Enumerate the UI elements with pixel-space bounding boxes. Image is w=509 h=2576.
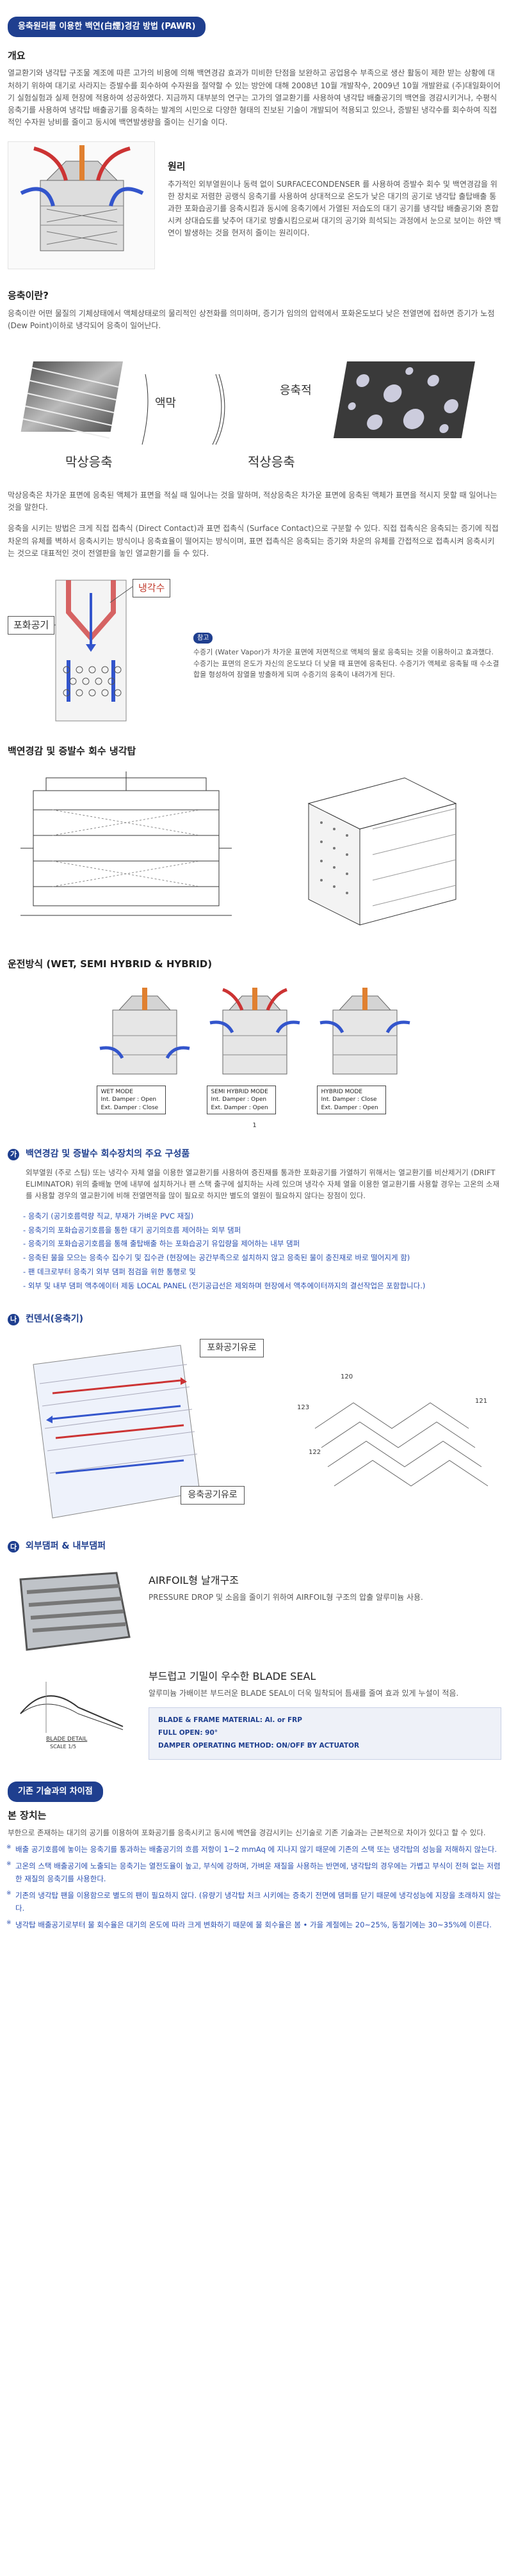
mode-box-semi-hybrid: SEMI HYBRID MODE Int. Damper : Open Ext.… xyxy=(206,1085,276,1115)
mode-ext-damper: Ext. Damper : Close xyxy=(101,1104,159,1111)
damper-num: 다 xyxy=(8,1541,19,1553)
mode-name: HYBRID MODE xyxy=(321,1088,363,1095)
mode-name: WET MODE xyxy=(101,1088,133,1095)
semi-hybrid-mode-diagram xyxy=(209,988,300,1075)
label-120: 120 xyxy=(341,1373,353,1381)
mode-semi-hybrid: SEMI HYBRID MODE Int. Damper : Open Ext.… xyxy=(206,984,303,1115)
wet-mode-diagram xyxy=(99,988,190,1075)
label-droplet: 응축적 xyxy=(280,383,312,397)
list-item: 응축기의 포화습공기호름을 통해 출탑배출 하는 포화습공기 유입량을 제어하는… xyxy=(23,1237,501,1251)
components-heading: 가 백연경감 및 증발수 회수장치의 주요 구성품 xyxy=(8,1148,501,1162)
tower-section-drawing xyxy=(20,771,232,916)
components-num: 가 xyxy=(8,1148,19,1160)
mode-ext-damper: Ext. Damper : Open xyxy=(211,1104,268,1111)
difference-subtitle: 본 장치는 xyxy=(8,1810,47,1822)
label-liquid-film: 액막 xyxy=(155,396,177,410)
operation-title: 운전방식 (WET, SEMI HYBRID & HYBRID) xyxy=(8,958,213,970)
condensation-body-2: 막상응축은 차가운 표면에 응축된 액체가 표면을 적실 때 일어나는 것을 말… xyxy=(8,490,497,512)
damper-icon xyxy=(19,1572,131,1651)
label-film-condensation: 막상응축 xyxy=(65,454,113,470)
damper-heading: 다 외부댐퍼 & 내부댐퍼 xyxy=(8,1540,501,1554)
surface-contact-figure: 냉각수 포화공기 xyxy=(8,573,181,727)
mode-box-wet: WET MODE Int. Damper : Open Ext. Damper … xyxy=(96,1085,166,1115)
principle-title: 원리 xyxy=(168,161,186,173)
damper-title: 외부댐퍼 & 내부댐퍼 xyxy=(26,1541,106,1552)
header-title: 응축원리를 이용한 백연(白煙)경감 방법 (PAWR) xyxy=(8,17,206,38)
seal-body: 알루미늄 가배이븐 부드러운 BLADE SEAL이 더욱 밀착되어 틈새를 줄… xyxy=(149,1688,459,1698)
principle-body: 추가적인 외부열원이나 동력 없이 SURFACECONDENSER 를 사용하… xyxy=(168,179,501,238)
callout-saturated-air: 포화공기 xyxy=(8,615,55,635)
spec-material: BLADE & FRAME MATERIAL: Al. or FRP xyxy=(158,1716,302,1725)
blade-detail-label: BLADE DETAIL xyxy=(46,1736,88,1743)
callout-condensed-air-path: 응축공기유로 xyxy=(181,1486,245,1505)
note-tag: 참고 xyxy=(193,632,213,644)
list-item: 고온의 스택 배출공기에 노출되는 응축기는 열전도율이 높고, 부식에 강하며… xyxy=(6,1860,501,1885)
mode-int-damper: Int. Damper : Close xyxy=(321,1096,377,1103)
mode-hybrid: HYBRID MODE Int. Damper : Close Ext. Dam… xyxy=(316,984,413,1115)
airfoil-body: PRESSURE DROP 및 소음을 줄이기 위하여 AIRFOIL형 구조의… xyxy=(149,1592,423,1602)
condensation-body-3: 응축을 시키는 방법은 크게 직접 접촉식 (Direct Contact)과 … xyxy=(8,524,499,558)
spec-box: BLADE & FRAME MATERIAL: Al. or FRP FULL … xyxy=(149,1707,501,1760)
label-dropwise-condensation: 적상응축 xyxy=(248,454,295,470)
components-title: 백연경감 및 증발수 회수장치의 주요 구성품 xyxy=(26,1148,190,1159)
list-item: 기존의 냉각탑 팬을 이용함으로 별도의 팬이 필요하지 않다. (유량기 냉각… xyxy=(6,1889,501,1915)
condenser-module-drawing xyxy=(307,777,457,926)
principle-figure xyxy=(8,141,155,270)
condenser-heading: 나 컨덴서(응축기) xyxy=(8,1313,501,1327)
condenser-num: 나 xyxy=(8,1313,19,1325)
condensation-note: 수증기 (Water Vapor)가 차가운 표면에 저면적으로 액체의 물로 … xyxy=(193,648,499,679)
label-123: 123 xyxy=(297,1404,310,1412)
film-dropwise-diagram xyxy=(20,361,475,445)
overview-title: 개요 xyxy=(8,50,26,62)
seal-title: 부드럽고 기밀이 우수한 BLADE SEAL xyxy=(149,1670,316,1683)
condensation-title: 응축이란? xyxy=(8,290,49,302)
condenser-plates-drawing xyxy=(33,1345,489,1519)
operation-modes: WET MODE Int. Damper : Open Ext. Damper … xyxy=(8,984,501,1115)
label-121: 121 xyxy=(475,1398,488,1405)
damper-photo xyxy=(8,1567,136,1656)
hybrid-mode-diagram xyxy=(319,988,410,1075)
condensation-body: 응축이란 어떤 물질의 기체상태에서 액체상태로의 물리적인 상전화를 의미하며… xyxy=(8,308,495,330)
mode-int-damper: Int. Damper : Open xyxy=(211,1096,267,1103)
recovery-title: 백연경감 및 증발수 회수 냉각탑 xyxy=(8,745,136,757)
condenser-tube-diagram xyxy=(43,580,133,722)
recovery-drawings xyxy=(8,765,501,931)
list-item: 응축기 (공기호름력량 직교, 부재가 가벼운 PVC 재질) xyxy=(23,1210,501,1224)
list-item: 팬 데크로부터 응축기 외부 댐퍼 점검을 위한 통행로 및 xyxy=(23,1265,501,1279)
condenser-title: 컨덴서(응축기) xyxy=(26,1313,84,1324)
mode-wet: WET MODE Int. Damper : Open Ext. Damper … xyxy=(96,984,193,1115)
difference-title: 기존 기술과의 차이점 xyxy=(8,1781,103,1803)
difference-list: 배출 공기호름에 놓이는 응축기를 통과하는 배출공기의 흐름 저항이 1~2 … xyxy=(6,1843,501,1932)
components-list: 응축기 (공기호름력량 직교, 부재가 가벼운 PVC 재질) 응축기의 포화습… xyxy=(23,1210,501,1293)
condenser-figure: 포화공기유로 응축공기유로 120 121 122 123 xyxy=(8,1332,501,1524)
airfoil-title: AIRFOIL형 날개구조 xyxy=(149,1574,239,1587)
callout-saturated-air-path: 포화공기유로 xyxy=(200,1339,264,1357)
cooling-tower-principle-diagram xyxy=(20,145,144,251)
list-item: 냉각탑 배출공기로부터 물 회수율은 대기의 온도에 따라 크게 변화하기 때문… xyxy=(6,1918,501,1931)
condensation-figure: 액막 응축적 막상응축 적상응축 xyxy=(8,348,501,477)
difference-intro: 부한으로 존재하는 대기의 공기를 이용하여 포화공기를 응축시키고 동시에 백… xyxy=(8,1828,486,1838)
spec-operating: DAMPER OPERATING METHOD: ON/OFF BY ACTUA… xyxy=(158,1741,360,1750)
callout-cooling-water: 냉각수 xyxy=(133,578,171,598)
components-body: 외부열원 (주로 스팀) 또는 냉각수 자체 열을 이용한 열교환기를 사용하여… xyxy=(26,1167,500,1201)
mode-ext-damper: Ext. Damper : Open xyxy=(321,1104,378,1111)
page-number: 1 xyxy=(252,1122,257,1130)
overview-body: 열교환기와 냉각탑 구조물 계조에 따른 고가의 비용에 의해 백연경감 효과가… xyxy=(8,68,501,127)
blade-detail: BLADE DETAIL SCALE 1/5 xyxy=(8,1669,136,1752)
mode-int-damper: Int. Damper : Open xyxy=(101,1096,157,1103)
mode-name: SEMI HYBRID MODE xyxy=(211,1088,268,1095)
mode-box-hybrid: HYBRID MODE Int. Damper : Close Ext. Dam… xyxy=(316,1085,386,1115)
label-122: 122 xyxy=(309,1449,321,1457)
list-item: 배출 공기호름에 놓이는 응축기를 통과하는 배출공기의 흐름 저항이 1~2 … xyxy=(6,1843,501,1856)
list-item: 응축기의 포화습공기호름을 통한 대기 공기의흐름 제어하는 외부 댐퍼 xyxy=(23,1224,501,1238)
list-item: 외부 및 내부 댐퍼 액추에이터 제동 LOCAL PANEL (전기공급선은 … xyxy=(23,1279,501,1293)
spec-full-open: FULL OPEN: 90° xyxy=(158,1729,218,1737)
list-item: 응축된 물을 모으는 응축수 집수기 및 집수관 (현장에는 공간부족으로 설치… xyxy=(23,1251,501,1265)
blade-detail-scale: SCALE 1/5 xyxy=(50,1744,77,1750)
blade-detail-drawing xyxy=(20,1682,124,1734)
